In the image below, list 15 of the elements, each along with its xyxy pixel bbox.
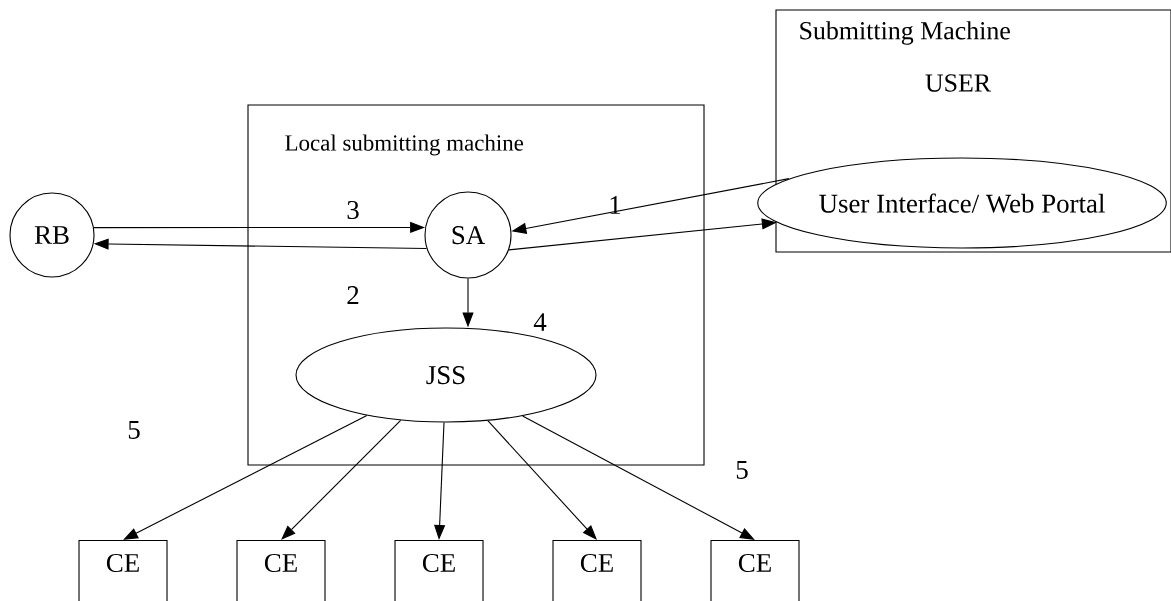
arrow (281, 419, 402, 540)
element-box: CE (710, 540, 800, 601)
arrow (487, 420, 597, 540)
element-box: CE (552, 540, 642, 601)
edge-label: 5 (736, 461, 748, 479)
arrow (522, 415, 755, 540)
node-label: User Interface/ Web Portal (819, 193, 1105, 213)
element-box: CE (78, 540, 168, 601)
edge-label: 5 (128, 421, 140, 439)
edge-label: 3 (347, 200, 359, 220)
element-box: CE (236, 540, 326, 601)
arrow (123, 414, 368, 540)
element-box: CE (394, 540, 484, 601)
edge-label: 1 (610, 196, 621, 214)
edge-label: 2 (347, 286, 359, 304)
